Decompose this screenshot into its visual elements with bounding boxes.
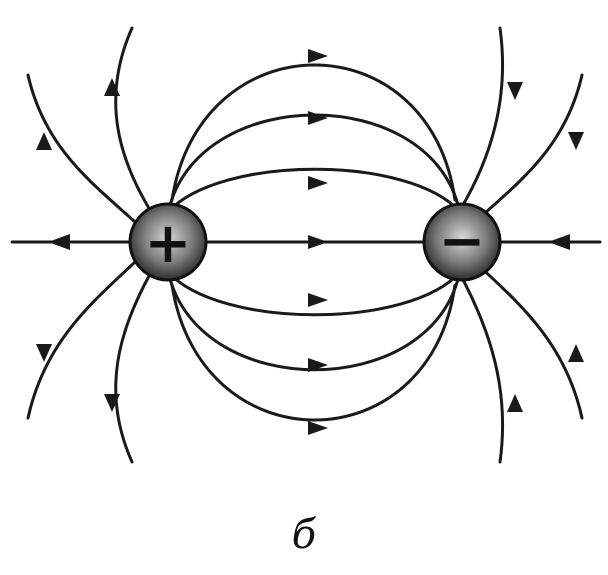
- field-line-left-upper-inner: [114, 26, 152, 212]
- arrow-right-icon: [308, 49, 328, 63]
- field-line-lower-3: [170, 283, 457, 422]
- field-line-left-upper-outer: [26, 73, 137, 224]
- negative-charge-sign: −: [439, 209, 486, 274]
- arrow-up-icon: [568, 344, 584, 362]
- field-lines: [10, 26, 602, 464]
- field-line-left-lower-inner: [114, 272, 152, 464]
- arrow-up-icon: [36, 132, 52, 150]
- field-arrows: [36, 49, 584, 435]
- positive-charge: +: [128, 202, 208, 282]
- arrow-right-icon: [308, 235, 328, 249]
- field-line-lower-2: [168, 277, 460, 372]
- field-line-upper-3: [166, 167, 462, 214]
- negative-charge: −: [422, 202, 502, 282]
- positive-charge-sign: +: [145, 211, 192, 276]
- arrow-down-icon: [36, 344, 52, 362]
- field-line-right-lower-outer: [473, 260, 584, 420]
- arrow-right-icon: [308, 111, 328, 125]
- arrow-right-icon: [308, 358, 328, 372]
- arrow-right-icon: [308, 176, 328, 190]
- arrow-left-icon: [548, 234, 570, 250]
- field-line-upper-2: [168, 113, 460, 207]
- arrow-down-icon: [104, 394, 120, 412]
- arrow-up-icon: [104, 78, 120, 96]
- field-line-right-lower-inner: [458, 272, 505, 464]
- arrow-down-icon: [568, 132, 584, 150]
- arrow-down-icon: [507, 82, 523, 100]
- field-line-left-lower-outer: [26, 260, 137, 420]
- field-line-lower-1: [166, 270, 462, 317]
- arrow-right-icon: [308, 421, 328, 435]
- field-line-right-upper-outer: [473, 73, 584, 224]
- arrow-right-icon: [308, 293, 328, 307]
- figure-caption: б: [291, 512, 317, 558]
- arrow-up-icon: [507, 394, 523, 412]
- arrow-left-icon: [48, 234, 70, 250]
- field-line-upper-1: [170, 63, 457, 202]
- field-line-right-upper-inner: [458, 26, 505, 212]
